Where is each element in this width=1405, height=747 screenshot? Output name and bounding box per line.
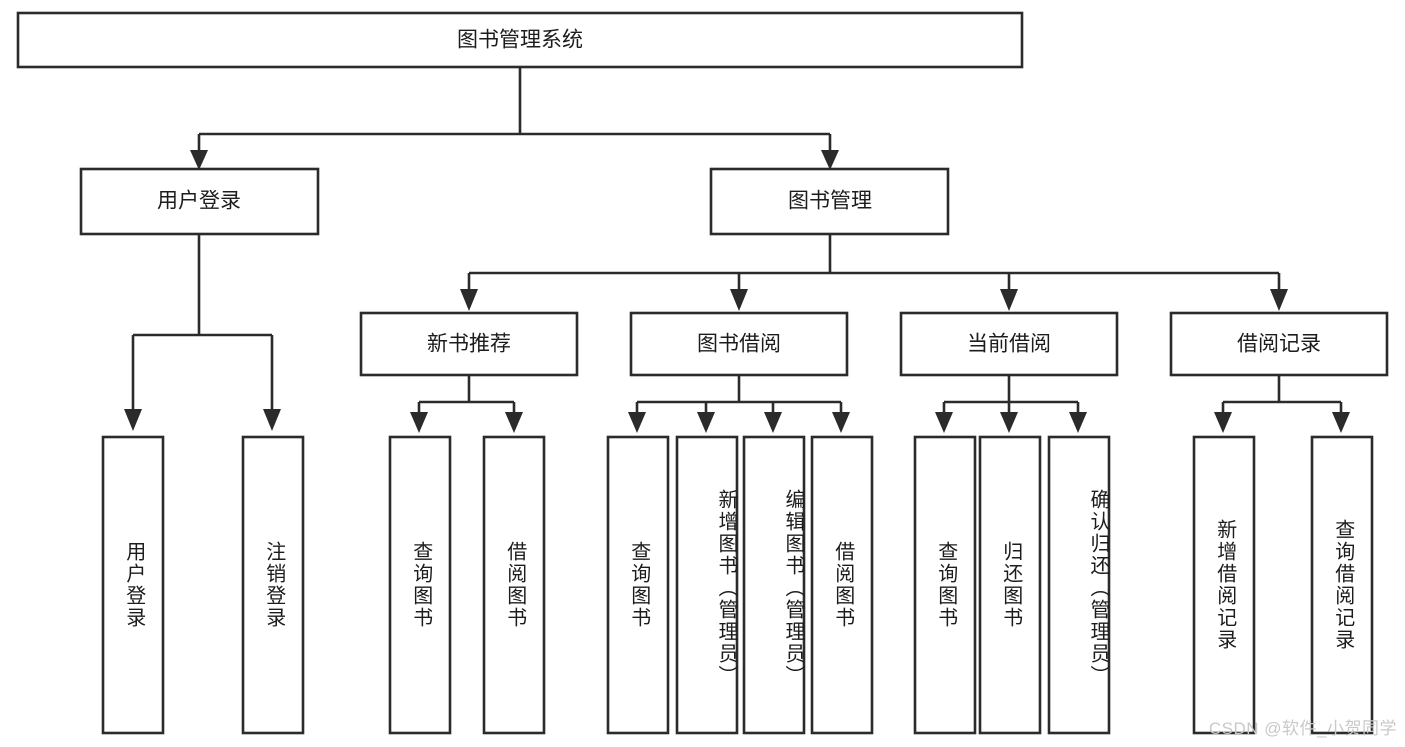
- connector-current-borrow-to-leaves: [935, 375, 1087, 433]
- node-new-book-recommend-label: 新书推荐: [427, 333, 511, 356]
- node-root-system-label: 图书管理系统: [457, 29, 583, 52]
- node-new-book-recommend[interactable]: 新书推荐: [359, 311, 579, 377]
- arrow-head-current-borrow: [1000, 289, 1018, 311]
- arrow-head-leaf-4: [505, 412, 523, 433]
- arrow-head-new-book: [460, 289, 478, 311]
- node-new-book-recommend-box: [359, 311, 579, 377]
- node-book-management[interactable]: 图书管理: [709, 167, 950, 236]
- arrow-head-user-login: [190, 150, 208, 170]
- arrow-head-leaf-6: [697, 412, 715, 433]
- node-leaf-br-query-record-box[interactable]: [1310, 435, 1374, 735]
- arrow-head-book-manage: [821, 150, 839, 170]
- node-book-management-box: [709, 167, 950, 236]
- node-book-borrow-label: 图书借阅: [697, 333, 781, 356]
- arrow-head-leaf-7: [764, 412, 782, 433]
- node-current-borrow[interactable]: 当前借阅: [899, 311, 1119, 377]
- node-leaf-br-add-record-box[interactable]: [1192, 435, 1256, 735]
- connector-book-borrow-to-leaves: [628, 375, 850, 433]
- connector-new-book-to-leaves: [410, 375, 523, 433]
- node-leaf-nb-borrow-book-box[interactable]: [482, 435, 546, 735]
- arrow-head-borrow-record: [1270, 289, 1288, 311]
- node-book-borrow-box: [629, 311, 849, 377]
- node-leaf-bb-edit-book-box[interactable]: [742, 435, 806, 735]
- node-leaf-cb-confirm-return-box[interactable]: [1047, 435, 1111, 735]
- connector-borrow-record-to-leaves: [1214, 375, 1350, 433]
- arrow-head-leaf-8: [832, 412, 850, 433]
- node-current-borrow-box: [899, 311, 1119, 377]
- node-book-borrow[interactable]: 图书借阅: [629, 311, 849, 377]
- csdn-watermark: CSDN @软件_小贺同学: [1208, 719, 1397, 738]
- arrow-head-leaf-5: [628, 412, 646, 433]
- node-leaf-bb-add-book-box[interactable]: [675, 435, 739, 735]
- node-leaf-cb-query-book-box[interactable]: [913, 435, 977, 735]
- leaf-boxes: [101, 435, 1374, 735]
- connector-book-manage-to-level3: [460, 234, 1288, 311]
- node-borrow-record-label: 借阅记录: [1237, 333, 1321, 356]
- node-current-borrow-label: 当前借阅: [967, 333, 1051, 356]
- arrow-head-leaf-3: [410, 412, 428, 433]
- node-leaf-cb-return-book-box[interactable]: [978, 435, 1042, 735]
- arrow-head-leaf-11: [1069, 412, 1087, 433]
- arrow-head-leaf-13: [1332, 412, 1350, 433]
- connector-root-to-level2: [190, 67, 839, 170]
- node-borrow-record-box: [1169, 311, 1389, 377]
- node-book-management-label: 图书管理: [788, 190, 872, 213]
- arrow-head-leaf-2: [263, 409, 281, 431]
- node-user-login[interactable]: 用户登录: [79, 167, 320, 236]
- node-leaf-nb-query-book-box[interactable]: [388, 435, 452, 735]
- arrow-head-leaf-9: [935, 412, 953, 433]
- node-leaf-logout-box[interactable]: [241, 435, 305, 735]
- node-leaf-bb-borrow-book-box[interactable]: [810, 435, 874, 735]
- node-leaf-bb-query-book-box[interactable]: [606, 435, 670, 735]
- node-user-login-box: [79, 167, 320, 236]
- node-leaf-user-login-box[interactable]: [101, 435, 165, 735]
- node-root-system-box: [16, 11, 1024, 69]
- arrow-head-leaf-1: [124, 409, 142, 431]
- node-borrow-record[interactable]: 借阅记录: [1169, 311, 1389, 377]
- arrow-head-leaf-10: [1000, 412, 1018, 433]
- node-user-login-label: 用户登录: [157, 190, 241, 213]
- arrow-head-book-borrow: [730, 289, 748, 311]
- arrow-head-leaf-12: [1214, 412, 1232, 433]
- connector-user-login-to-leaves: [124, 234, 281, 431]
- node-root-system[interactable]: 图书管理系统: [16, 11, 1024, 69]
